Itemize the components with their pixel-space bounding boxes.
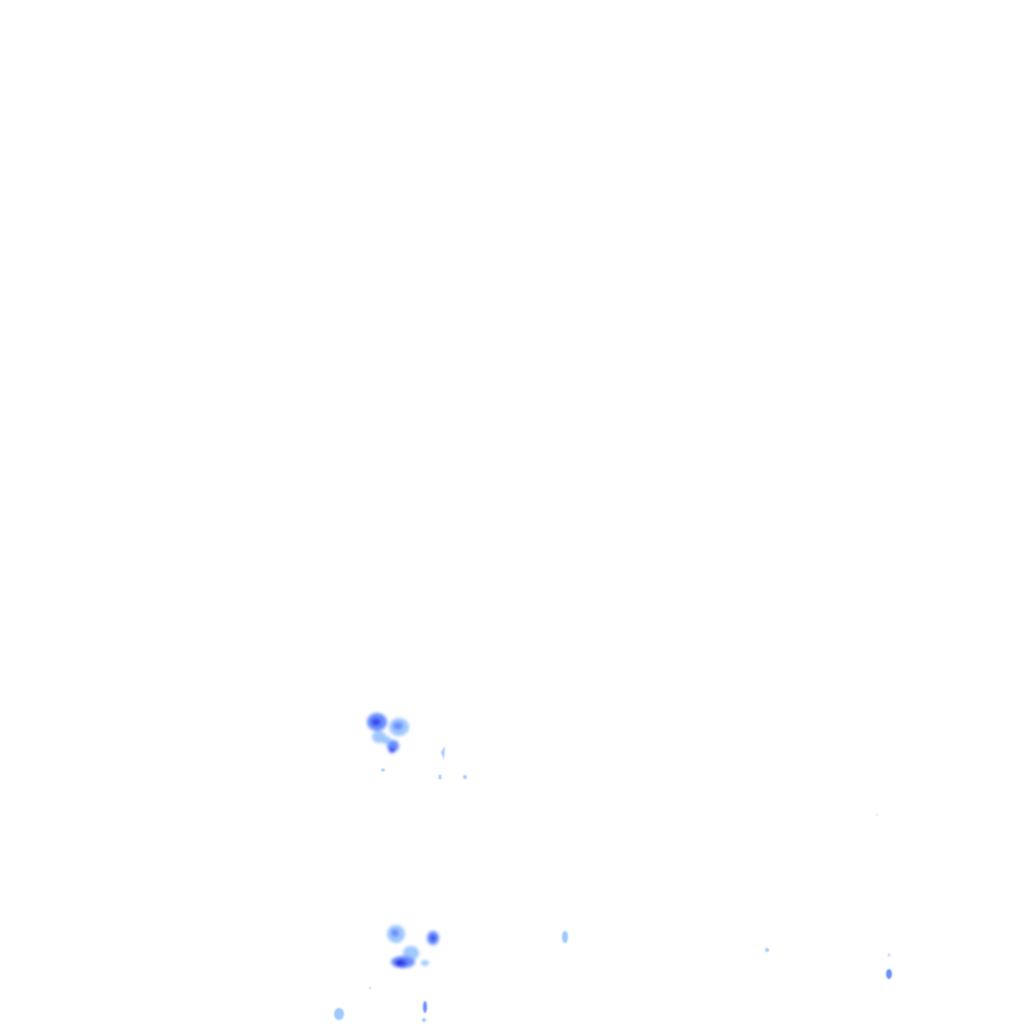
precip-scattered-cells xyxy=(334,814,892,1022)
precip-cell-cluster-a xyxy=(367,713,409,753)
precip-cell-cluster-b xyxy=(387,925,439,968)
precip-streaks-a xyxy=(381,746,467,780)
